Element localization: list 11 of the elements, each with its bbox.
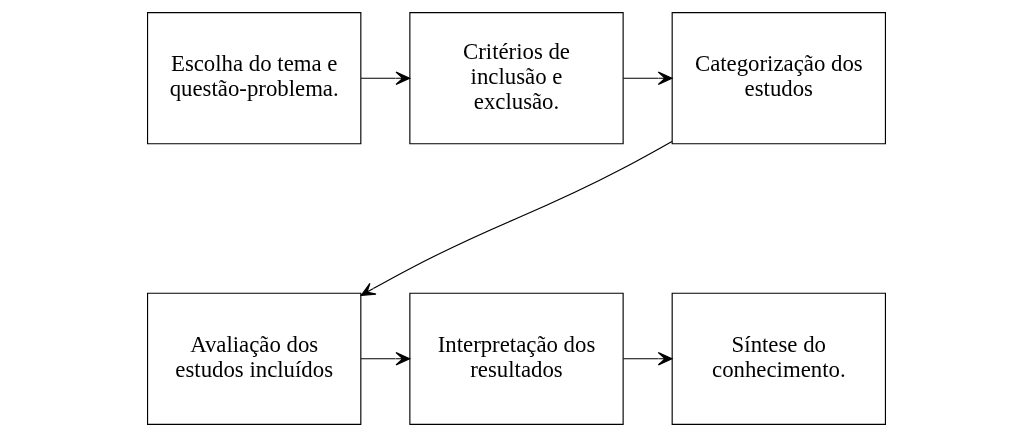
node-box: Critérios de inclusão e exclusão. (408, 12, 624, 145)
arrow (360, 71, 410, 85)
arrow (622, 71, 673, 85)
arrow (360, 140, 672, 297)
arrow (622, 352, 673, 366)
node-box: Escolha do tema e questão-problema. (146, 12, 361, 145)
node-box: Avaliação dos estudos incluídos (146, 292, 361, 425)
arrow (360, 352, 410, 366)
node-box: Interpretação dos resultados (408, 292, 624, 425)
node-box: Síntese do conhecimento. (671, 292, 886, 425)
node-box: Categorização dos estudos (671, 12, 886, 145)
